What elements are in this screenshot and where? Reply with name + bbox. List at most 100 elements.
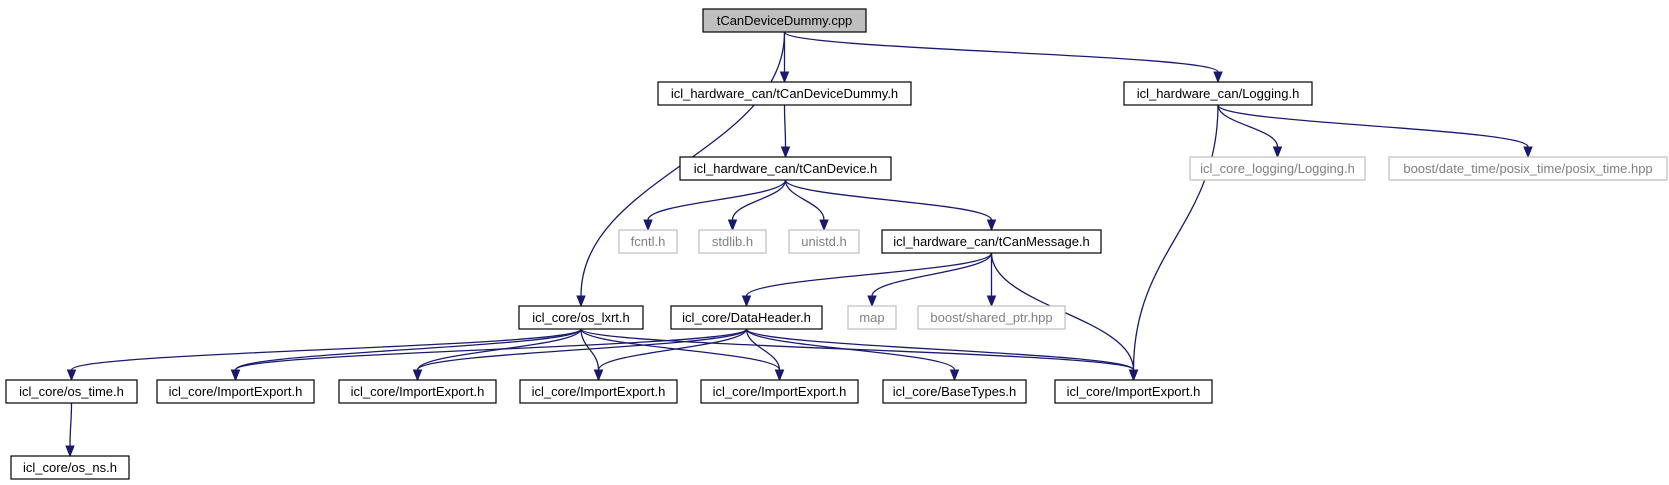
node-icl-core-importexport-h[interactable]: icl_core/ImportExport.h (156, 379, 315, 404)
node-box (679, 156, 892, 181)
node-label: icl_hardware_can/tCanDeviceDummy.h (671, 86, 898, 101)
edge-line (69, 402, 73, 447)
edges-layer (65, 31, 1533, 458)
edge-line (1217, 104, 1529, 148)
arrowhead-icon (593, 369, 604, 382)
edge-dataheader-to-ie3 (593, 328, 748, 382)
node-icl-core-dataheader-h[interactable]: icl_core/DataHeader.h (670, 305, 823, 330)
node-icl-core-logging-logging-h: icl_core_logging/Logging.h (1189, 156, 1366, 181)
node-label: icl_hardware_can/tCanDevice.h (694, 161, 878, 176)
edge-dataheader-to-ie5 (745, 328, 1139, 382)
node-box (618, 229, 678, 254)
edge-dataheader-to-ie1 (230, 328, 748, 382)
arrowhead-icon (65, 445, 75, 458)
arrowhead-icon (230, 369, 241, 382)
node-box (1123, 81, 1313, 106)
node-box (788, 229, 860, 254)
node-box (1054, 379, 1213, 404)
node-label: icl_hardware_can/Logging.h (1137, 86, 1300, 101)
edge-oslxrt-to-ostime (66, 328, 582, 382)
node-box (657, 81, 912, 106)
edge-line (234, 328, 582, 371)
edge-line (784, 179, 825, 221)
node-stdlib-h: stdlib.h (698, 229, 767, 254)
node-box (519, 379, 678, 404)
node-unistd-h: unistd.h (788, 229, 860, 254)
node-icl-core-importexport-h[interactable]: icl_core/ImportExport.h (519, 379, 678, 404)
node-label: icl_hardware_can/tCanMessage.h (893, 234, 1090, 249)
node-label: icl_core/ImportExport.h (169, 384, 303, 399)
edge-tcandevice-to-stdlib (727, 179, 787, 232)
node-map: map (847, 305, 897, 330)
node-label: stdlib.h (712, 234, 753, 249)
node-box (156, 379, 315, 404)
edge-tcanmsg-to-dataheader (741, 252, 993, 308)
node-box (881, 229, 1102, 254)
edge-root-to-dummyh (779, 32, 790, 84)
node-box (917, 305, 1066, 330)
edge-dummyh-to-tcandevice (780, 104, 791, 159)
edge-line (745, 328, 956, 371)
edge-line (731, 179, 787, 221)
arrowhead-icon (643, 219, 653, 232)
node-icl-core-basetypes-h[interactable]: icl_core/BaseTypes.h (882, 379, 1027, 404)
edge-line (580, 328, 1135, 371)
node-boost-date-time-posix-time-posix-time-hpp: boost/date_time/posix_time/posix_time.hp… (1388, 156, 1668, 181)
edge-line (70, 328, 582, 371)
node-icl-hardware-can-logging-h[interactable]: icl_hardware_can/Logging.h (1123, 81, 1313, 106)
edge-tcandevice-to-unistd (784, 179, 829, 232)
node-box (338, 379, 497, 404)
node-label: boost/shared_ptr.hpp (930, 310, 1052, 325)
node-icl-core-os-time-h[interactable]: icl_core/os_time.h (5, 379, 138, 404)
node-icl-hardware-can-tcandevicedummy-h[interactable]: icl_hardware_can/tCanDeviceDummy.h (657, 81, 912, 106)
node-icl-core-importexport-h[interactable]: icl_core/ImportExport.h (1054, 379, 1213, 404)
node-label: icl_core/os_lxrt.h (532, 310, 630, 325)
node-label: fcntl.h (631, 234, 666, 249)
arrowhead-icon (780, 146, 791, 159)
edge-dataheader-to-basetypes (745, 328, 960, 382)
arrowhead-icon (779, 71, 790, 84)
node-label: icl_core/os_ns.h (23, 460, 117, 475)
node-icl-core-os-ns-h[interactable]: icl_core/os_ns.h (10, 455, 130, 480)
arrowhead-icon (867, 295, 877, 308)
node-tcandevicedummy-cpp[interactable]: tCanDeviceDummy.cpp (702, 8, 867, 33)
edge-tcandevice-to-fcntl (643, 179, 787, 232)
node-box (702, 8, 867, 33)
edge-logging-to-ie5 (1128, 104, 1219, 382)
edge-tcanmsg-to-sharedptr (986, 253, 997, 308)
node-box (847, 305, 897, 330)
edge-tcandevice-to-tcanmsg (784, 179, 997, 232)
arrowhead-icon (986, 219, 997, 232)
node-label: icl_core/ImportExport.h (713, 384, 847, 399)
edge-logging-to-corelogging (1217, 104, 1283, 159)
node-icl-core-os-lxrt-h[interactable]: icl_core/os_lxrt.h (518, 305, 644, 330)
edge-tcanmsg-to-map (867, 252, 993, 308)
edge-dataheader-to-ie4 (745, 328, 785, 382)
edge-line (234, 328, 748, 371)
edge-logging-to-posix (1217, 104, 1533, 159)
edge-line (1132, 104, 1219, 371)
node-label: map (859, 310, 884, 325)
node-icl-core-importexport-h[interactable]: icl_core/ImportExport.h (338, 379, 497, 404)
node-fcntl-h: fcntl.h (618, 229, 678, 254)
edge-dataheader-to-ie2 (412, 328, 748, 382)
edge-line (647, 179, 787, 221)
edge-line (745, 328, 781, 371)
arrowhead-icon (774, 369, 785, 382)
node-label: icl_core/DataHeader.h (682, 310, 811, 325)
edge-line (1217, 104, 1279, 148)
node-box (1189, 156, 1366, 181)
node-icl-core-importexport-h[interactable]: icl_core/ImportExport.h (700, 379, 859, 404)
node-icl-hardware-can-tcanmessage-h[interactable]: icl_hardware_can/tCanMessage.h (881, 229, 1102, 254)
edge-line (784, 179, 993, 221)
node-box (698, 229, 767, 254)
node-box (700, 379, 859, 404)
nodes-layer: tCanDeviceDummy.cpp icl_hardware_can/tCan… (5, 8, 1668, 480)
node-icl-hardware-can-tcandevice-h[interactable]: icl_hardware_can/tCanDevice.h (679, 156, 892, 181)
node-label: icl_core/ImportExport.h (532, 384, 666, 399)
arrowhead-icon (1213, 71, 1223, 84)
node-label: icl_core_logging/Logging.h (1200, 161, 1355, 176)
edge-oslxrt-to-ie4 (580, 328, 785, 382)
